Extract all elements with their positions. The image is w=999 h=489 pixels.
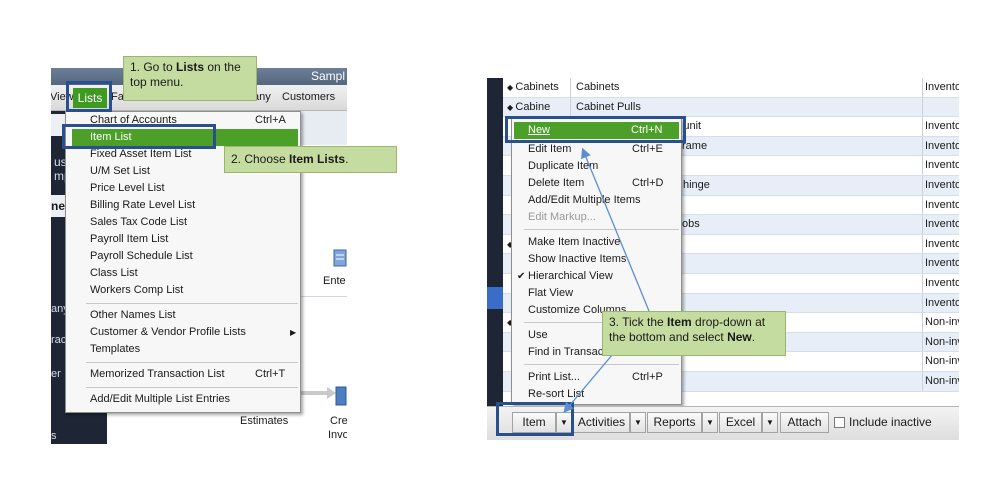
menu-item-chart-of-accounts[interactable]: Chart of Accounts Ctrl+A [90, 114, 286, 126]
menu-item-sales-tax-code[interactable]: Sales Tax Code List [90, 216, 188, 228]
menu-item-billing-rate[interactable]: Billing Rate Level List [90, 199, 196, 211]
menu-item-use[interactable]: Use [528, 329, 548, 341]
menu-item-memorized-transactions[interactable]: Memorized Transaction List Ctrl+T [90, 368, 286, 380]
menu-separator [524, 229, 679, 230]
menu-item-make-inactive[interactable]: Make Item Inactive [528, 236, 621, 248]
menu-favorites[interactable]: Fa [111, 91, 124, 103]
checkmark-icon: ✔ [517, 271, 526, 282]
item-button[interactable]: Item [512, 412, 556, 433]
submenu-arrow-icon: ▶ [290, 328, 297, 337]
table-row[interactable]: ◆ CabinetsCabinetsInventor [503, 78, 959, 98]
menu-item-add-edit-multiple-items[interactable]: Add/Edit Multiple Items [528, 194, 641, 206]
callout-step-1: 1. Go to Lists on the top menu. [123, 56, 257, 101]
attach-button[interactable]: Attach [780, 412, 829, 433]
create-invoices-icon[interactable] [335, 386, 347, 406]
menu-item-find-in-transactions[interactable]: Find in Transactions [528, 346, 627, 358]
menu-item-delete-item[interactable]: Delete Item Ctrl+D [528, 177, 664, 189]
item-menu: New Ctrl+N Edit Item Ctrl+E Duplicate It… [511, 118, 682, 405]
lists-highlight-frame [66, 81, 112, 112]
menu-separator [86, 362, 298, 363]
menu-item-customize-columns[interactable]: Customize Columns [528, 304, 627, 316]
menu-separator [524, 364, 679, 365]
menu-separator [524, 322, 679, 323]
menu-lists[interactable]: Lists [73, 88, 107, 108]
menu-item-new[interactable]: New Ctrl+N [514, 122, 679, 139]
menu-separator [86, 387, 298, 388]
menu-item-class-list[interactable]: Class List [90, 267, 138, 279]
menu-item-resort-list[interactable]: Re-sort List [528, 388, 585, 400]
activities-dropdown-arrow-icon[interactable]: ▼ [630, 412, 646, 433]
callout-step-2: 2. Choose Item Lists. [224, 146, 397, 173]
include-inactive-checkbox[interactable] [834, 417, 845, 428]
menu-separator [86, 303, 298, 304]
menu-item-payroll-schedule[interactable]: Payroll Schedule List [90, 250, 193, 262]
menu-customers[interactable]: Customers [282, 91, 336, 103]
menu-item-workers-comp[interactable]: Workers Comp List [90, 284, 184, 296]
right-nav-panel [487, 78, 503, 440]
left-nav-er-item[interactable]: er [51, 368, 61, 380]
activities-button[interactable]: Activities [573, 412, 630, 433]
window-title: Sampl [310, 69, 345, 83]
menu-item-print-list[interactable]: Print List... Ctrl+P [528, 371, 663, 383]
menu-item-duplicate-item[interactable]: Duplicate Item [528, 160, 599, 172]
right-screenshot: ◆ CabinetsCabinetsInventor ◆ CabineCabin… [487, 78, 959, 440]
include-inactive-label: Include inactive [849, 415, 932, 429]
left-screenshot: Sampl View Fa any Customers Lists usin m… [51, 68, 347, 444]
menu-item-edit-item[interactable]: Edit Item Ctrl+E [528, 143, 663, 155]
flow-arrow-icon [297, 387, 336, 399]
menu-item-show-inactive[interactable]: Show Inactive Items [528, 253, 627, 265]
menu-item-price-level[interactable]: Price Level List [90, 182, 165, 194]
annotation-arrows [563, 147, 650, 413]
menu-item-profile-lists[interactable]: Customer & Vendor Profile Lists ▶ [66, 324, 300, 341]
menu-company[interactable]: any [253, 91, 271, 103]
home-invoice-label[interactable]: Invo [328, 429, 347, 441]
menu-item-other-names[interactable]: Other Names List [90, 309, 176, 321]
item-list-highlight-frame [62, 124, 216, 149]
home-enter-label[interactable]: Ente [323, 275, 346, 287]
excel-button[interactable]: Excel [719, 412, 762, 433]
home-create-label[interactable]: Cre [330, 415, 347, 427]
excel-dropdown-arrow-icon[interactable]: ▼ [762, 412, 778, 433]
menu-item-add-edit-multiple[interactable]: Add/Edit Multiple List Entries [90, 393, 231, 405]
left-nav-company-item[interactable]: any [51, 303, 69, 315]
reports-dropdown-arrow-icon[interactable]: ▼ [702, 412, 718, 433]
menu-item-hierarchical-view[interactable]: ✔ Hierarchical View [512, 268, 681, 285]
menu-item-fixed-asset[interactable]: Fixed Asset Item List [90, 148, 192, 160]
home-estimates-label[interactable]: Estimates [240, 415, 289, 427]
left-nav-s-item[interactable]: s [51, 430, 57, 442]
arrow-to-new [581, 147, 650, 312]
menu-item-um-set[interactable]: U/M Set List [90, 165, 150, 177]
menu-item-payroll-item[interactable]: Payroll Item List [90, 233, 169, 245]
item-button-highlight-frame [496, 402, 574, 436]
callout-step-3: 3. Tick the Item drop-down at the bottom… [602, 311, 786, 356]
menu-item-templates[interactable]: Templates [90, 343, 141, 355]
menu-item-edit-markup: Edit Markup... [528, 211, 596, 223]
reports-button[interactable]: Reports [647, 412, 702, 433]
new-highlight-frame [505, 116, 686, 143]
enter-bills-icon[interactable] [333, 248, 347, 270]
right-nav-marker [487, 287, 503, 309]
menu-item-flat-view[interactable]: Flat View [528, 287, 574, 299]
menu-item-item-list[interactable]: Item List [72, 129, 298, 146]
